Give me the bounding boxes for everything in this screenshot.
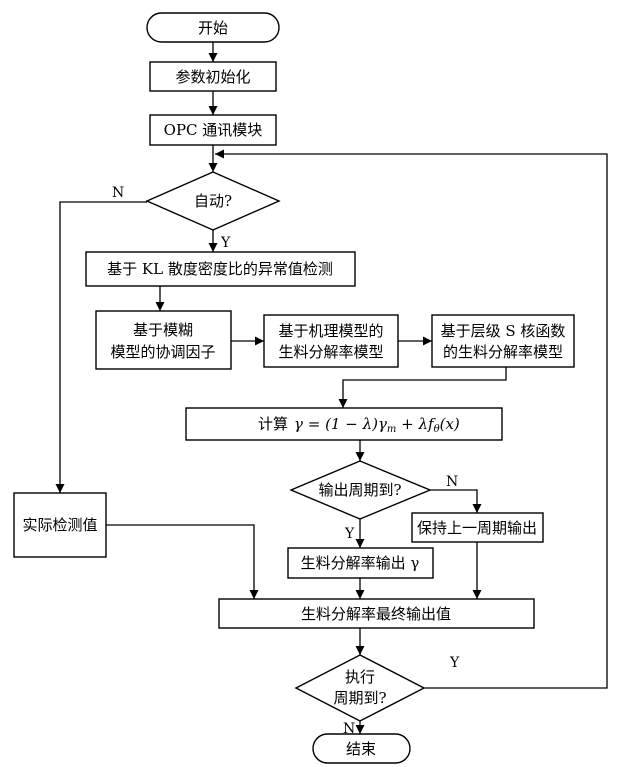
svg-text:生料分解率模型: 生料分解率模型 [278,343,383,361]
node-start: 开始 [146,12,280,43]
svg-text:实际检测值: 实际检测值 [22,516,97,534]
svg-text:基于层级 S 核函数: 基于层级 S 核函数 [441,322,566,340]
formula: γ = (1 − λ)γm + λfθ(x) [294,415,460,435]
node-calc: 计算 γ = (1 − λ)γm + λfθ(x) [185,407,503,441]
svg-text:计算: 计算 [258,415,288,433]
decision-output-period: 输出周期到? [289,460,432,520]
connectors [55,42,608,734]
node-end: 结束 [312,733,411,764]
node-final-output: 生料分解率最终输出值 [218,598,535,629]
arrow-outperiod-no [430,489,482,513]
node-keep-previous: 保持上一周期输出 [411,512,544,543]
label-exec-yes: Y [449,655,460,671]
svg-text:的生料分解率模型: 的生料分解率模型 [443,343,563,361]
svg-text:模型的协调因子: 模型的协调因子 [110,343,215,361]
svg-text:结束: 结束 [346,740,376,758]
node-init: 参数初始化 [149,61,277,92]
label-auto-no: N [112,185,124,201]
decision-auto: 自动? [145,171,281,231]
arrow-loop-back [215,149,608,689]
svg-text:基于机理模型的: 基于机理模型的 [278,322,383,340]
label-outperiod-yes: Y [344,526,355,542]
svg-text:生料分解率最终输出值: 生料分解率最终输出值 [301,605,451,623]
decision-execute-period: 执行 周期到? [294,654,426,722]
label-outperiod-no: N [446,474,458,490]
label-auto-yes: Y [220,235,231,251]
node-mechanism-model: 基于机理模型的 生料分解率模型 [263,314,399,368]
svg-text:保持上一周期输出: 保持上一周期输出 [417,519,537,537]
node-actual-value: 实际检测值 [13,492,107,558]
svg-text:生料分解率输出 γ: 生料分解率输出 γ [301,554,420,572]
svg-text:输出周期到?: 输出周期到? [318,481,401,499]
arrow-kernel-calc [338,367,507,408]
svg-text:执行: 执行 [345,668,375,686]
node-kl-detection: 基于 KL 散度密度比的异常值检测 [85,251,356,287]
node-kernel-model: 基于层级 S 核函数 的生料分解率模型 [431,314,575,368]
svg-text:OPC 通讯模块: OPC 通讯模块 [164,121,263,139]
svg-text:自动?: 自动? [194,192,232,210]
svg-text:基于 KL 散度密度比的异常值检测: 基于 KL 散度密度比的异常值检测 [107,260,333,278]
svg-text:参数初始化: 参数初始化 [175,68,250,86]
arrow-auto-no [55,201,147,493]
arrow-actual-final [106,524,259,599]
svg-text:周期到?: 周期到? [333,689,386,707]
svg-text:基于模糊: 基于模糊 [133,321,193,339]
node-opc: OPC 通讯模块 [149,114,277,146]
node-output-gamma: 生料分解率输出 γ [287,547,434,579]
node-fuzzy-factor: 基于模糊 模型的协调因子 [95,310,232,370]
label-exec-no: N [343,721,355,737]
svg-text:开始: 开始 [198,19,228,37]
